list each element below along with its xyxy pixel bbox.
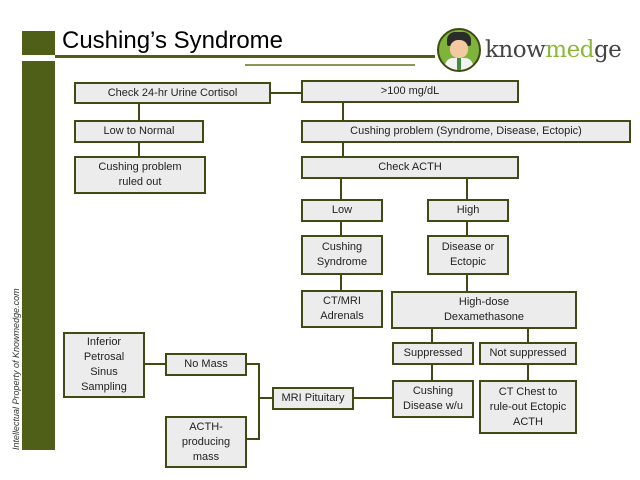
node-label: Cushing problem ruled out [98, 161, 182, 188]
logo-text-suffix: ge [593, 37, 622, 63]
node-label: Inferior Petrosal Sinus Sampling [81, 336, 127, 393]
node-label: Cushing Disease w/u [403, 385, 463, 412]
node-not-suppressed: Not suppressed [479, 342, 577, 365]
node-label: >100 mg/dL [380, 85, 440, 97]
node-label: Not suppressed [489, 347, 567, 359]
node-cushing-disease-wu: Cushing Disease w/u [392, 380, 474, 418]
node-label: Disease or Ectopic [441, 241, 495, 268]
node-cushing-ruled-out: Cushing problem ruled out [74, 156, 206, 194]
node-label: No Mass [184, 358, 228, 370]
node-label: MRI Pituitary [281, 392, 345, 404]
node-label: Check 24-hr Urine Cortisol [107, 86, 238, 99]
knowmedge-mascot-logo-icon [437, 28, 481, 72]
title-underline-accent [245, 64, 415, 66]
title-underline [55, 55, 435, 58]
brand-sidebar-bar [22, 61, 55, 450]
node-label: Cushing problem (Syndrome, Disease, Ecto… [350, 125, 582, 137]
node-cushing-problem: Cushing problem (Syndrome, Disease, Ecto… [301, 120, 631, 143]
node-cushing-syndrome: Cushing Syndrome [301, 235, 383, 275]
node-label: ACTH- producing mass [181, 420, 231, 463]
node-high-dose-dexamethasone: High-dose Dexamethasone [391, 291, 577, 329]
node-label: Low [331, 204, 353, 216]
node-mri-pituitary: MRI Pituitary [272, 387, 354, 410]
brand-logo-text: knowmedge [485, 37, 622, 63]
node-label: Suppressed [403, 347, 463, 359]
brand-square [22, 31, 55, 55]
node-suppressed: Suppressed [392, 342, 474, 365]
node-ct-chest-ectopic: CT Chest to rule-out Ectopic ACTH [479, 380, 577, 434]
node-disease-or-ectopic: Disease or Ectopic [427, 235, 509, 275]
node-gt-100-mg-dl: >100 mg/dL [301, 80, 519, 103]
node-inferior-petrosal-sinus-sampling: Inferior Petrosal Sinus Sampling [63, 332, 145, 398]
node-label: CT Chest to rule-out Ectopic ACTH [489, 385, 567, 428]
node-label: Check ACTH [378, 161, 442, 173]
node-check-acth: Check ACTH [301, 156, 519, 179]
node-acth-low: Low [301, 199, 383, 222]
node-label: Cushing Syndrome [316, 241, 368, 268]
node-label: High [456, 204, 480, 216]
logo-text-prefix: know [485, 37, 546, 63]
node-ct-mri-adrenals: CT/MRI Adrenals [301, 290, 383, 328]
node-label: CT/MRI Adrenals [320, 295, 364, 322]
node-label: Low to Normal [103, 125, 175, 137]
logo-text-accent: med [545, 37, 594, 63]
page-title: Cushing’s Syndrome [62, 27, 284, 54]
node-acth-high: High [427, 199, 509, 222]
connector-mri-branches [258, 363, 260, 440]
node-check-urine-cortisol: Check 24-hr Urine Cortisol [74, 82, 271, 104]
node-low-to-normal: Low to Normal [74, 120, 204, 143]
node-no-mass: No Mass [165, 353, 247, 376]
node-label: High-dose Dexamethasone [443, 296, 525, 323]
node-acth-producing-mass: ACTH- producing mass [165, 416, 247, 468]
